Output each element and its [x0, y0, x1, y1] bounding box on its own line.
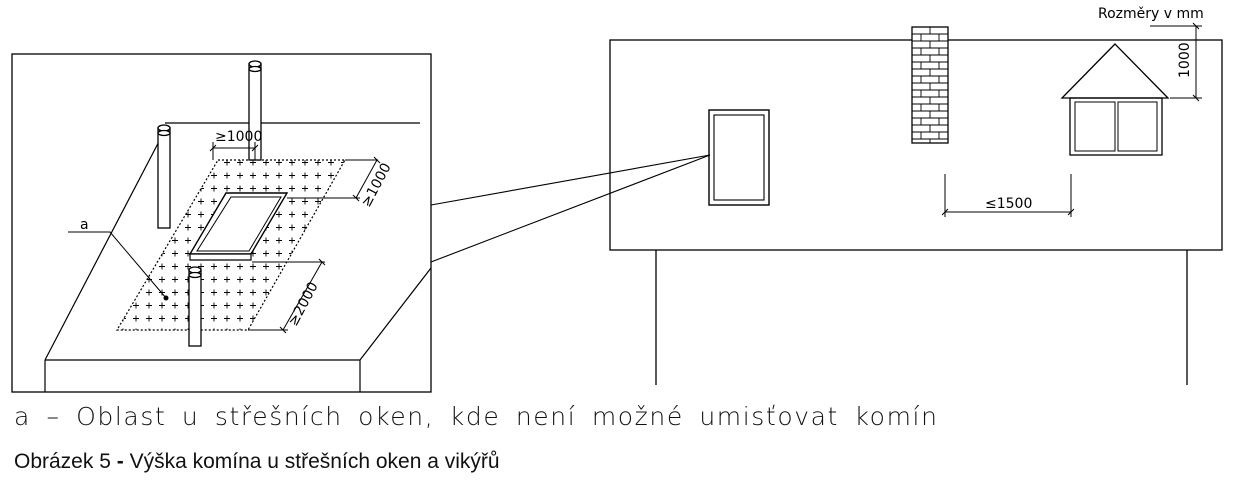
dim-skylight-bottom: ≥2000 [285, 280, 321, 329]
dim-chimney-dormer: ≤1500 [985, 196, 1032, 212]
dormer [1060, 43, 1170, 156]
diagram: ≥1000 ≥1000 ≥2000 a Rozměry v mm [11, 6, 1223, 393]
dimension-lines-elevation [941, 22, 1202, 217]
roof-window [708, 109, 770, 206]
figure-caption: Obrázek 5 - Výška komína u střešních oke… [14, 450, 500, 474]
caption-label: Obrázek 5 [14, 450, 111, 473]
skylight-detail-view: ≥1000 ≥1000 ≥2000 a [11, 53, 432, 393]
dim-dormer-height: 1000 [1177, 42, 1193, 78]
roof-plane [44, 122, 431, 392]
callout-dot [163, 295, 169, 301]
units-note: Rozměry v mm [1098, 6, 1204, 22]
caption-title: Výška komína u střešních oken a vikýřů [129, 450, 500, 473]
leader-lines [430, 154, 711, 263]
detail-frame [11, 53, 432, 393]
house-walls [655, 250, 1188, 385]
legend-a: a – Oblast u střešních oken, kde není mo… [14, 402, 939, 431]
brick-chimney [911, 26, 949, 144]
chimney-pipe-left [157, 124, 171, 229]
house-elevation: Rozměry v mm [609, 6, 1223, 385]
caption-separator: - [110, 450, 130, 473]
chimney-pipe-bottom [188, 266, 202, 347]
dimension-lines-detail [68, 142, 381, 334]
skylight-window [188, 192, 289, 261]
dim-skylight-top: ≥1000 [215, 129, 262, 145]
dim-skylight-side: ≥1000 [358, 161, 394, 210]
callout-label-a: a [80, 217, 89, 233]
chimney-pipe-top [248, 60, 262, 161]
